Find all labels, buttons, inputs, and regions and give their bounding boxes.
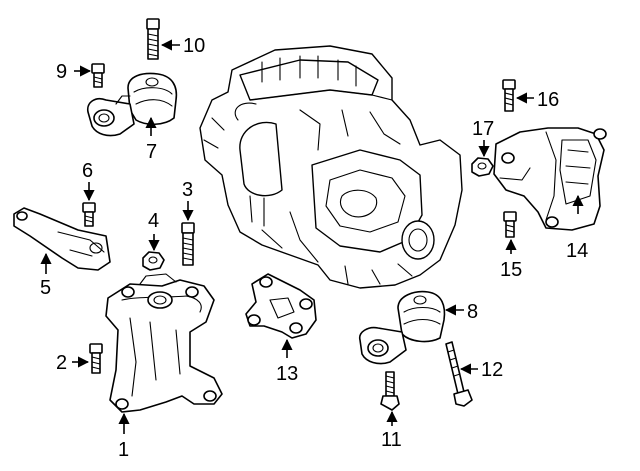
engine-mount-7-icon [86,72,178,137]
bolt-3-icon [181,222,195,266]
bolt-10-icon [146,18,160,60]
nut-4-icon [142,251,165,271]
callout-11: 11 [381,429,402,451]
engine-assembly [199,45,463,289]
callout-3: 3 [182,179,193,201]
bracket-13-icon [245,273,317,339]
callout-2: 2 [56,352,67,374]
bracket-5-icon [13,207,111,271]
callout-5: 5 [40,277,51,299]
callout-14: 14 [566,240,588,262]
callout-12: 12 [481,359,503,381]
callout-1: 1 [118,439,129,461]
engine-mount-1-icon [105,273,223,413]
bolt-11-icon [380,371,400,411]
bolt-16-icon [502,79,516,112]
bolt-6-icon [82,202,96,227]
bolt-2-icon [89,343,103,374]
callout-16: 16 [537,89,559,111]
callout-7: 7 [146,141,157,163]
bolt-9-icon [91,63,105,88]
callout-10: 10 [183,35,205,57]
callout-17: 17 [472,118,494,140]
callout-13: 13 [276,363,298,385]
bolt-12-icon [445,341,473,407]
transmission-mount-8-icon [358,290,446,365]
callout-8: 8 [467,301,478,323]
callout-6: 6 [82,160,93,182]
callout-15: 15 [500,259,522,281]
callout-4: 4 [148,210,159,232]
bolt-15-icon [503,211,517,238]
callout-9: 9 [56,61,67,83]
nut-17-icon [471,157,494,177]
